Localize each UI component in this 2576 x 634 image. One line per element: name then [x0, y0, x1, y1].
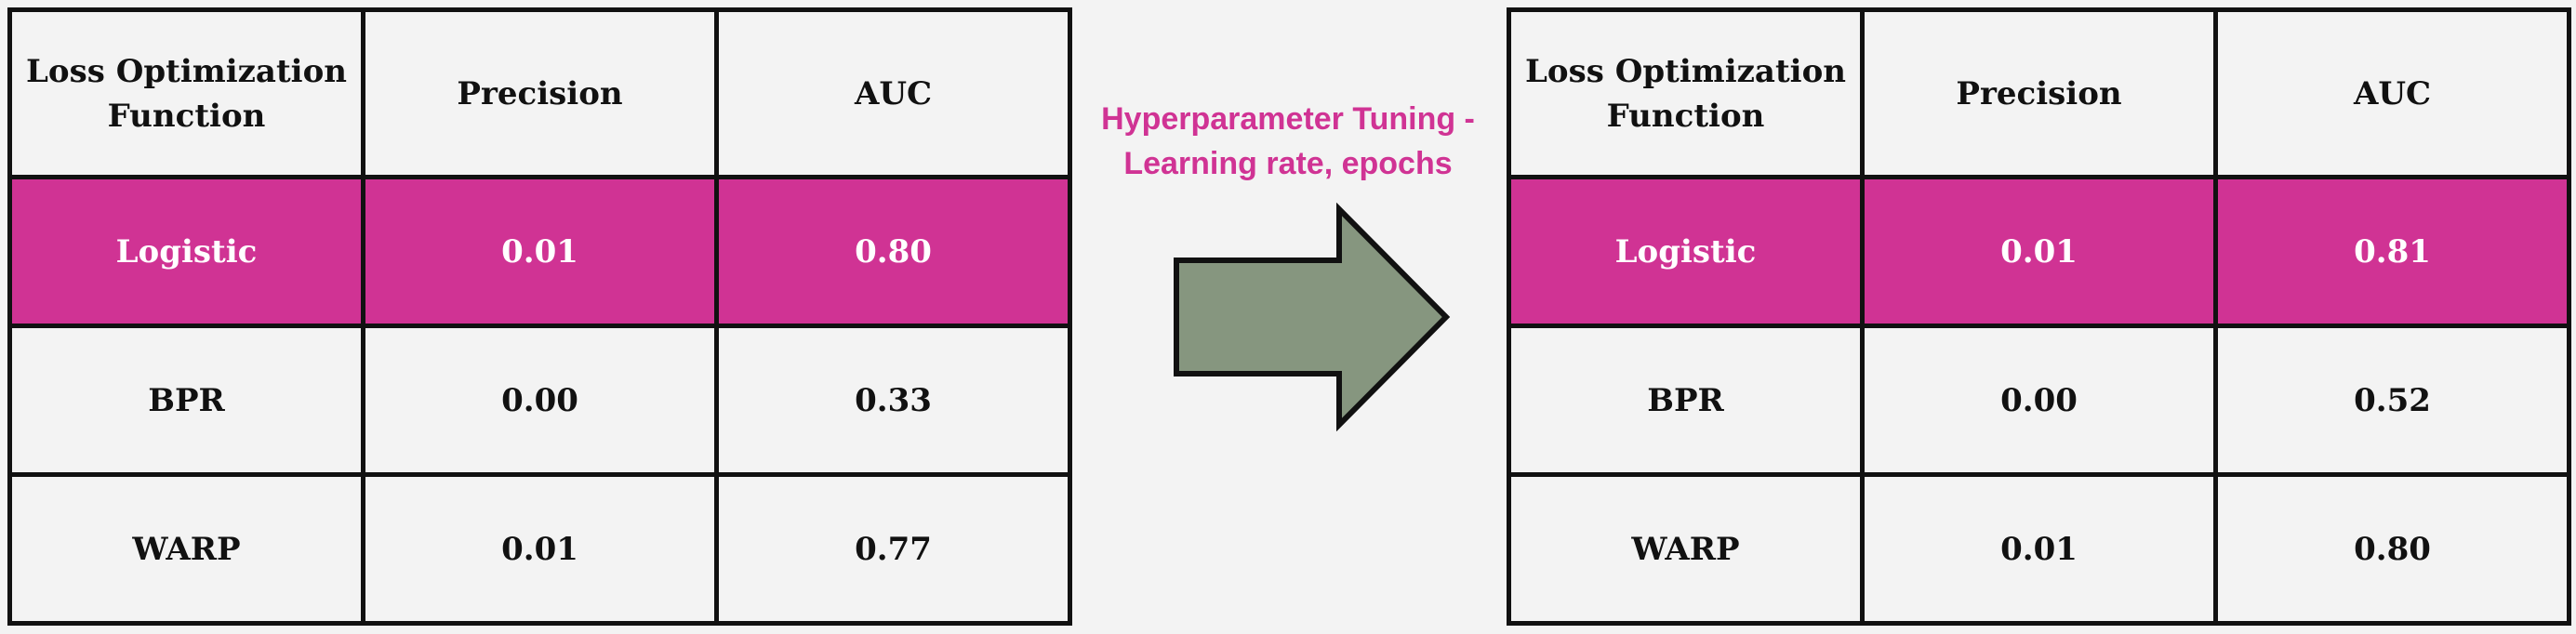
- table-row-warp: WARP 0.01 0.80: [1507, 472, 2571, 626]
- tuning-label: Hyperparameter Tuning - Learning rate, e…: [1101, 101, 1475, 181]
- cell-loss-function: BPR: [1507, 324, 1865, 477]
- table-row-logistic: Logistic 0.01 0.81: [1507, 175, 2571, 328]
- header-loss-function: Loss Optimization Function: [1507, 7, 1865, 179]
- cell-auc: 0.80: [2213, 472, 2571, 626]
- header-auc: AUC: [714, 7, 1072, 179]
- table-header-row: Loss Optimization Function Precision AUC: [1507, 7, 2571, 179]
- header-auc: AUC: [2213, 7, 2571, 179]
- cell-loss-function: WARP: [7, 472, 365, 626]
- table-row-bpr: BPR 0.00 0.52: [1507, 324, 2571, 477]
- cell-auc: 0.80: [714, 175, 1072, 328]
- header-precision: Precision: [1860, 7, 2218, 179]
- cell-precision: 0.01: [361, 472, 719, 626]
- results-table-before: Loss Optimization Function Precision AUC…: [7, 7, 1072, 626]
- cell-loss-function: Logistic: [7, 175, 365, 328]
- cell-precision: 0.01: [361, 175, 719, 328]
- cell-precision: 0.01: [1860, 175, 2218, 328]
- cell-loss-function: BPR: [7, 324, 365, 477]
- table-header-row: Loss Optimization Function Precision AUC: [7, 7, 1072, 179]
- cell-precision: 0.00: [361, 324, 719, 477]
- cell-auc: 0.77: [714, 472, 1072, 626]
- table-row-bpr: BPR 0.00 0.33: [7, 324, 1072, 477]
- cell-loss-function: WARP: [1507, 472, 1865, 626]
- cell-precision: 0.01: [1860, 472, 2218, 626]
- cell-auc: 0.81: [2213, 175, 2571, 328]
- header-loss-function: Loss Optimization Function: [7, 7, 365, 179]
- cell-auc: 0.52: [2213, 324, 2571, 477]
- table-row-warp: WARP 0.01 0.77: [7, 472, 1072, 626]
- results-table-after: Loss Optimization Function Precision AUC…: [1507, 7, 2571, 626]
- cell-precision: 0.00: [1860, 324, 2218, 477]
- arrow-shape: [1174, 203, 1451, 431]
- cell-loss-function: Logistic: [1507, 175, 1865, 328]
- cell-auc: 0.33: [714, 324, 1072, 477]
- right-arrow-icon: [1174, 203, 1451, 431]
- table-row-logistic: Logistic 0.01 0.80: [7, 175, 1072, 328]
- header-precision: Precision: [361, 7, 719, 179]
